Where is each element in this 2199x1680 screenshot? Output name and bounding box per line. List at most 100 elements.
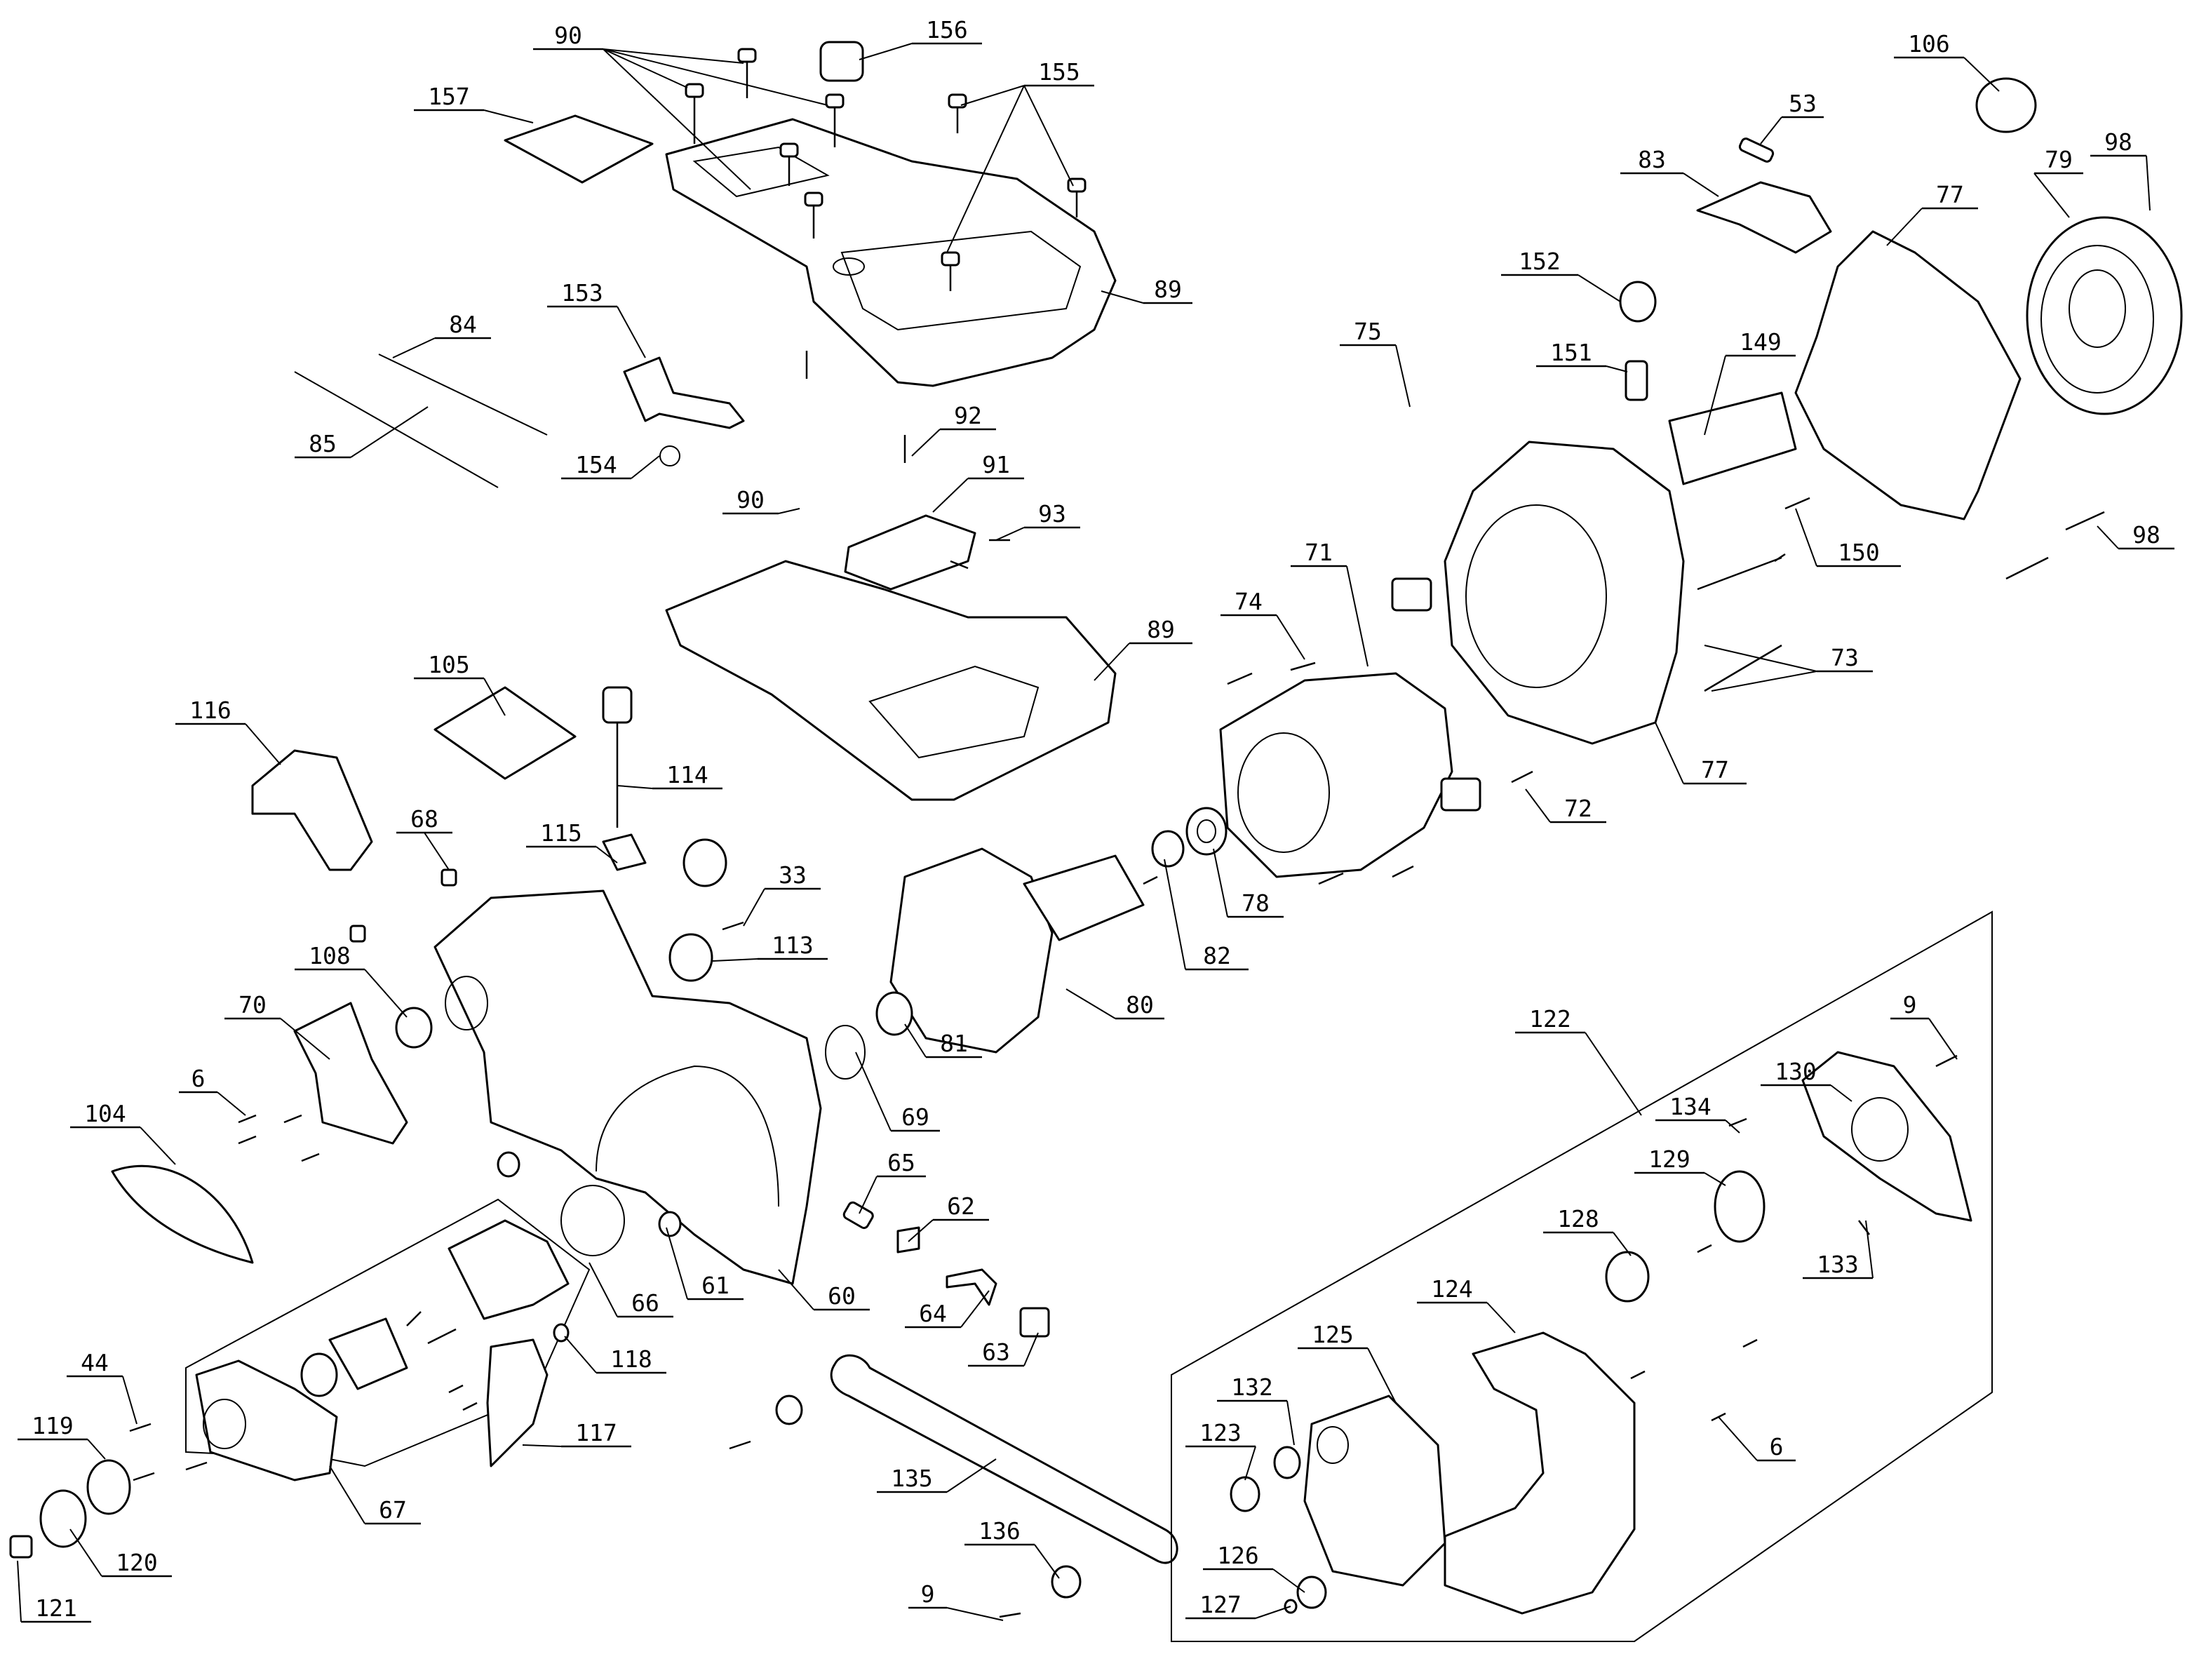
- leader-line: [69, 1528, 102, 1577]
- callout-116-guard-cover: 116: [175, 697, 281, 765]
- leader-line: [1486, 1302, 1516, 1333]
- washer-136: [1051, 1565, 1082, 1599]
- callout-65-spring: 65: [859, 1149, 926, 1214]
- callout-127-washer: 127: [1185, 1591, 1291, 1620]
- callout-number: 128: [1557, 1205, 1599, 1232]
- washer-119: [86, 1459, 131, 1515]
- callout-number: 63: [982, 1338, 1010, 1366]
- callout-153-lever: 153: [547, 279, 646, 358]
- washer-132: [1273, 1446, 1301, 1479]
- callout-number: 84: [449, 311, 477, 338]
- callout-number: 119: [32, 1412, 74, 1439]
- label-plate-157: [504, 114, 654, 184]
- callout-157-label-plate: 157: [414, 83, 534, 123]
- wire-85: [294, 371, 499, 488]
- callout-number: 154: [575, 451, 617, 478]
- callout-number: 66: [631, 1289, 659, 1317]
- callout-134-screw: 134: [1655, 1093, 1740, 1134]
- leader-line: [946, 85, 1025, 253]
- leader-line: [1023, 1332, 1039, 1366]
- leader-line: [778, 1269, 814, 1310]
- leader-line: [617, 306, 646, 358]
- button-63: [1019, 1307, 1050, 1338]
- leader-line: [743, 888, 765, 927]
- callout-number: 132: [1231, 1373, 1273, 1401]
- spring-129: [1714, 1170, 1766, 1243]
- clip-115: [602, 833, 647, 871]
- callout-number: 105: [428, 651, 470, 678]
- callout-number: 118: [610, 1345, 652, 1373]
- leader-line: [1704, 355, 1726, 436]
- washer-108: [395, 1007, 433, 1049]
- callout-60-upper-guard: 60: [778, 1269, 870, 1311]
- leader-line: [1065, 988, 1116, 1019]
- callout-number: 129: [1648, 1145, 1690, 1173]
- gear-case-67: [195, 1359, 338, 1481]
- leader-line: [960, 85, 1025, 106]
- callout-number: 156: [926, 16, 968, 43]
- pin-68: [441, 868, 457, 887]
- callout-130-guard-plate: 130: [1761, 1058, 1852, 1102]
- callout-number: 117: [575, 1419, 617, 1446]
- callout-120-spindle-washer: 120: [69, 1528, 172, 1578]
- callout-number: 108: [309, 942, 351, 969]
- callout-73-screws: 73: [1704, 644, 1873, 692]
- callout-number: 9: [1903, 991, 1917, 1019]
- callout-number: 62: [947, 1192, 975, 1220]
- callout-number: 151: [1550, 339, 1592, 366]
- leader-line: [350, 406, 429, 458]
- callout-114-rod: 114: [617, 761, 722, 790]
- callout-number: 157: [428, 83, 470, 110]
- callout-115-clip: 115: [526, 819, 618, 863]
- leader-line: [1255, 1606, 1291, 1619]
- callout-81-bearing: 81: [904, 1023, 982, 1059]
- leader-line: [364, 969, 408, 1018]
- leader-line: [1683, 173, 1719, 197]
- callout-number: 98: [2132, 521, 2160, 549]
- leader-line: [1094, 643, 1130, 681]
- spring-53: [1738, 137, 1775, 163]
- knob-106: [1975, 77, 2037, 133]
- leader-line: [855, 1051, 892, 1131]
- callout-77-handle-half: 77: [1886, 181, 1978, 246]
- leader-line: [2146, 155, 2151, 211]
- leader-line: [87, 1439, 106, 1460]
- link-135: [830, 1354, 1178, 1564]
- callout-63-button: 63: [968, 1332, 1039, 1367]
- callout-number: 115: [540, 819, 582, 847]
- leader-line: [1711, 671, 1817, 692]
- callout-number: 93: [1038, 500, 1066, 527]
- callout-number: 125: [1312, 1321, 1354, 1348]
- leader-line: [1101, 290, 1144, 304]
- leader-line: [1704, 1172, 1726, 1186]
- callout-number: 82: [1203, 942, 1231, 969]
- callout-number: 114: [666, 761, 708, 788]
- callout-126-nut: 126: [1203, 1542, 1305, 1593]
- callout-121-bolt: 121: [17, 1560, 91, 1623]
- callout-number: 77: [1936, 181, 1964, 208]
- leader-line: [603, 48, 828, 106]
- callout-72-screw: 72: [1525, 788, 1606, 824]
- callout-number: 130: [1775, 1058, 1817, 1085]
- callout-number: 64: [919, 1300, 947, 1327]
- callout-106-knob: 106: [1894, 30, 2000, 92]
- leader-line: [617, 785, 653, 789]
- button-152: [1619, 281, 1657, 323]
- callout-number: 133: [1817, 1251, 1859, 1278]
- callout-119-washer: 119: [18, 1412, 106, 1460]
- bolt-121: [9, 1535, 33, 1559]
- leader-line: [603, 48, 744, 64]
- leader-line: [711, 958, 758, 962]
- callout-98-screw: 98: [2090, 128, 2151, 211]
- callout-92-screw: 92: [911, 402, 996, 457]
- callout-64-latch: 64: [905, 1290, 990, 1329]
- leader-line: [1865, 1220, 1874, 1279]
- callout-number: 120: [116, 1549, 158, 1576]
- leader-line: [666, 1227, 688, 1300]
- leader-line: [1704, 645, 1817, 672]
- callout-83-switch-plate: 83: [1620, 146, 1719, 197]
- spring-154: [659, 445, 680, 466]
- bushing-113: [668, 933, 713, 982]
- leader-line: [2097, 525, 2119, 549]
